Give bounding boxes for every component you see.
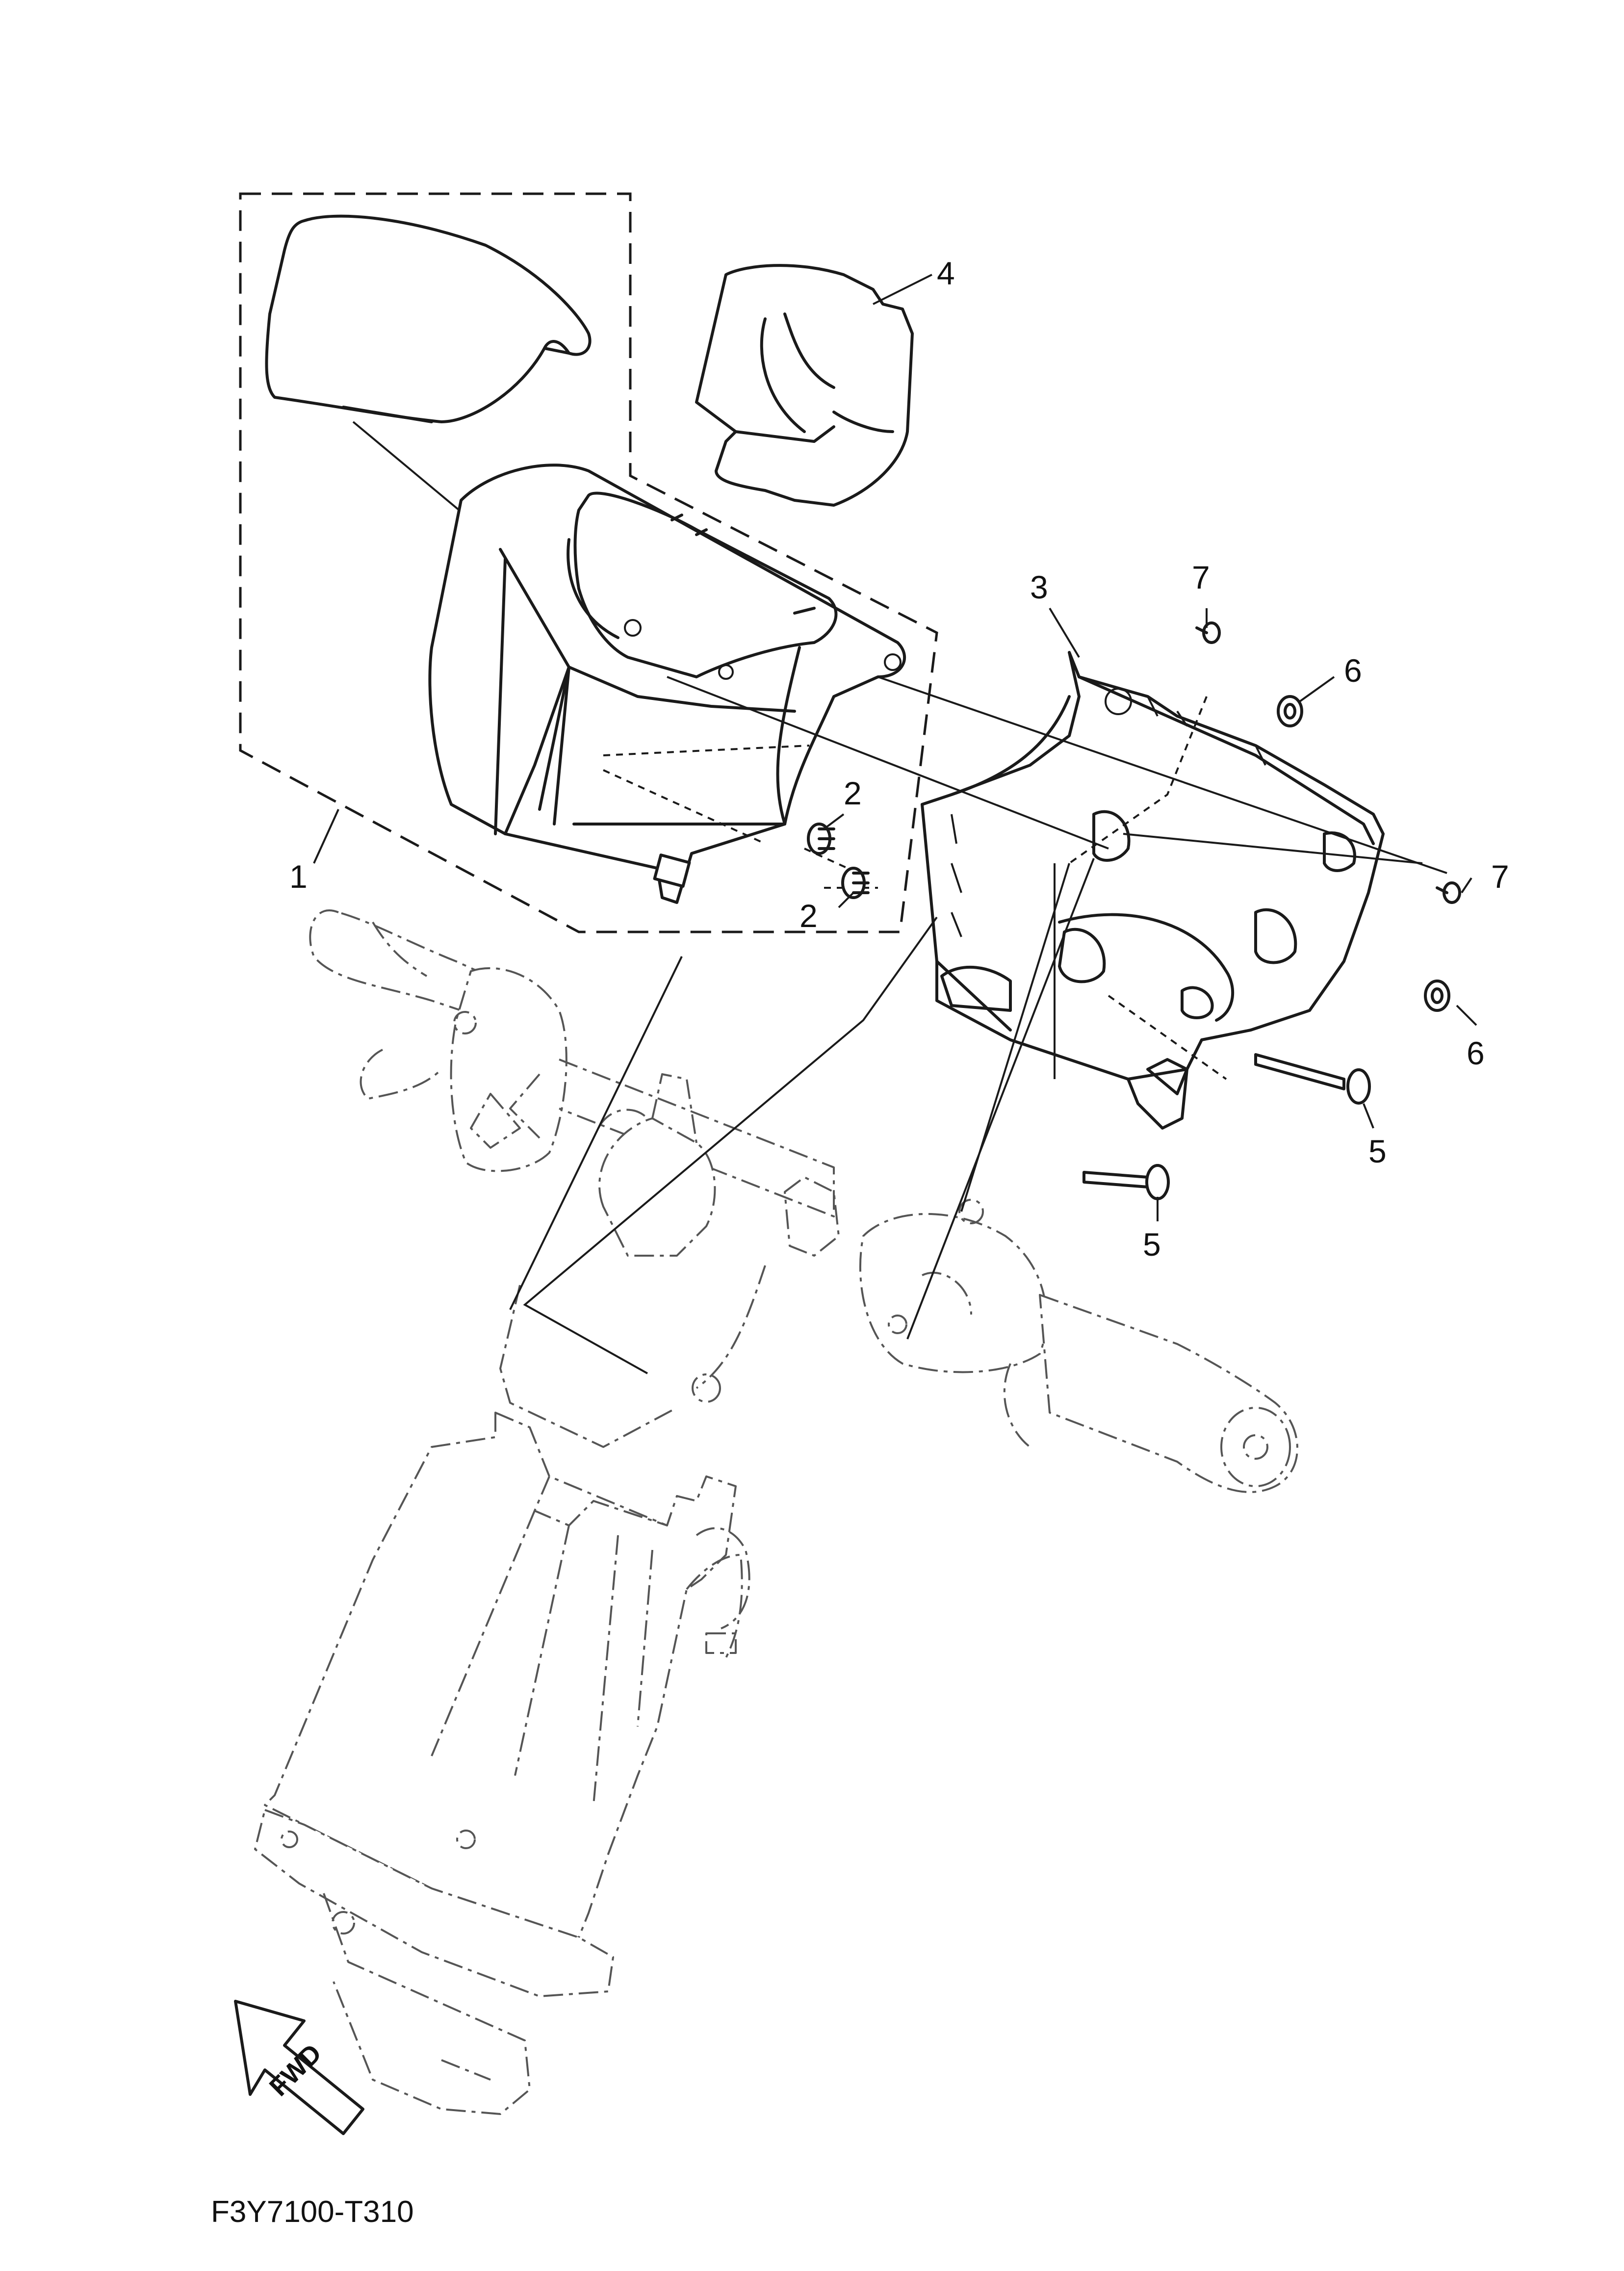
callout-leaders — [313, 607, 1477, 1221]
callout-3: 3 — [1030, 569, 1048, 605]
handlebar-assembly-ghost — [254, 909, 1298, 2115]
bolt-5a — [1254, 1053, 1371, 1105]
leader-lines — [509, 676, 1447, 1374]
meter-cover-part — [695, 264, 932, 507]
callout-5b: 5 — [1143, 1226, 1161, 1263]
front-cover-part — [428, 464, 906, 904]
callout-5a: 5 — [1368, 1133, 1387, 1169]
callout-7a: 7 — [1192, 559, 1210, 595]
inner-panel-part — [921, 651, 1423, 1130]
grommet-6b — [1424, 980, 1450, 1012]
fwd-arrow-icon: FWD — [234, 2000, 364, 2135]
assembly-1-boundary — [239, 192, 938, 933]
callout-4: 4 — [937, 255, 955, 291]
screw-7b — [1436, 881, 1461, 904]
callout-2a: 2 — [844, 775, 862, 811]
callout-1: 1 — [289, 858, 308, 895]
callout-2b: 2 — [799, 898, 818, 934]
screw-7a — [1195, 621, 1221, 644]
callout-6a: 6 — [1344, 652, 1362, 689]
screw-2b — [841, 867, 870, 899]
screw-2a — [807, 823, 835, 855]
bolt-5b — [1083, 1164, 1170, 1200]
callout-7b: 7 — [1491, 858, 1509, 895]
grommet-6a — [1277, 695, 1303, 727]
callout-6b: 6 — [1467, 1035, 1485, 1071]
diagram-code: F3Y7100-T310 — [211, 2195, 414, 2229]
